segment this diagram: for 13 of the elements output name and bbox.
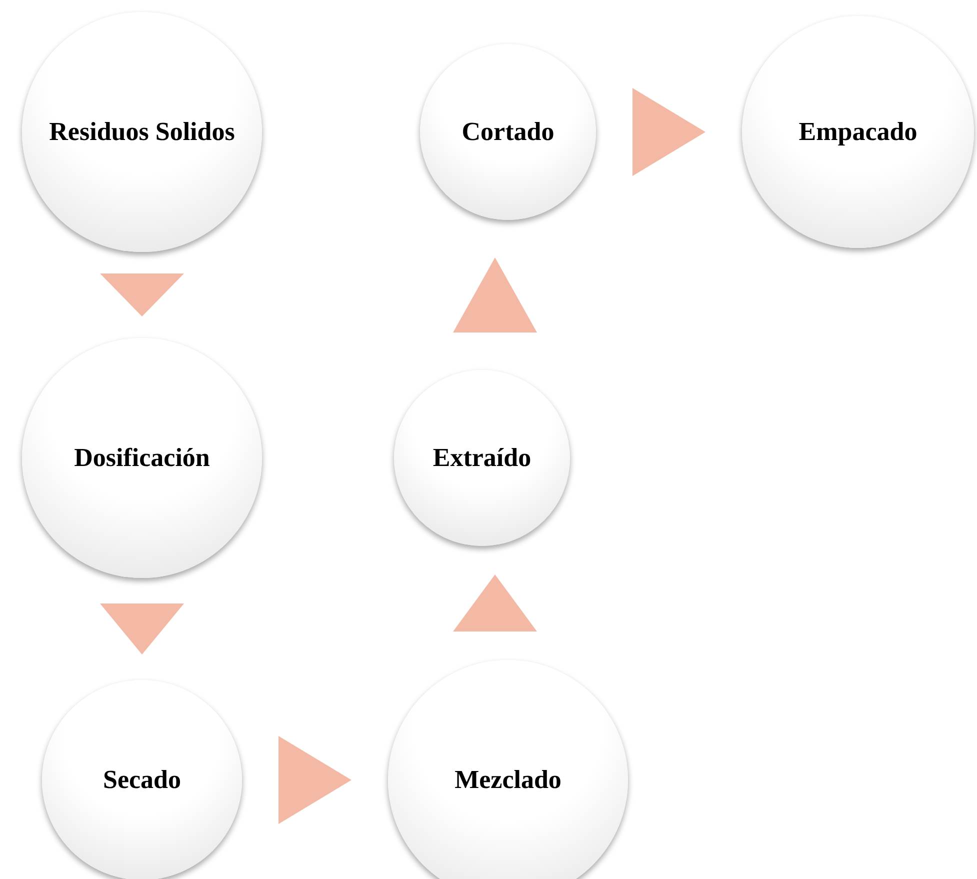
step-label: Mezclado [454,766,562,794]
arrow [100,274,184,316]
arrow [632,88,706,176]
arrow [453,258,537,332]
step-label: Dosificación [74,444,210,472]
step-label: Empacado [798,118,918,146]
step-label: Secado [103,766,181,794]
step-label: Extraído [432,444,532,472]
step-label: Cortado [462,118,554,146]
step-label: Residuos Solidos [49,118,235,146]
arrow [278,736,352,824]
arrow [100,604,184,654]
arrow [453,574,537,632]
